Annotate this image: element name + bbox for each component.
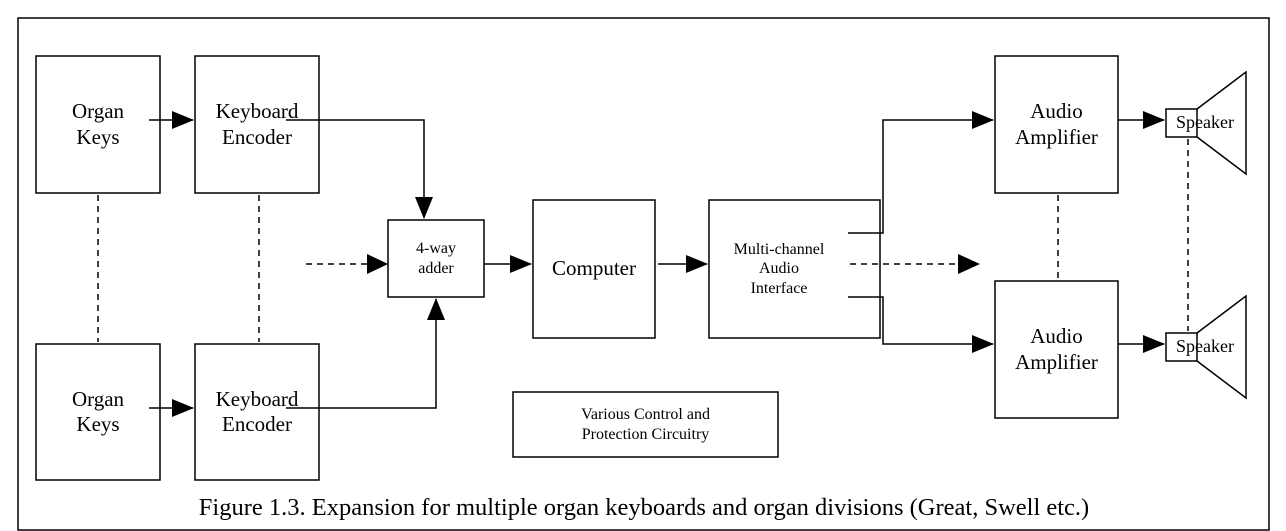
computer-label: Computer bbox=[552, 256, 636, 281]
computer-box bbox=[532, 199, 656, 339]
amplifier-bottom-label: Audio Amplifier bbox=[1015, 324, 1098, 374]
organ-keys-bottom-label: Organ Keys bbox=[71, 386, 125, 436]
figure-border bbox=[17, 17, 1270, 531]
keyboard-encoder-bottom-box bbox=[194, 343, 320, 481]
speaker-bottom-box bbox=[1165, 332, 1198, 362]
dashed-arrow-into-adder-head bbox=[367, 254, 388, 274]
speaker-bottom-label: Speaker bbox=[1176, 336, 1234, 357]
keyboard-encoder-bottom-label: Keyboard Encoder bbox=[215, 386, 299, 436]
control-circuitry-box bbox=[512, 391, 779, 458]
dashed-arrow-out-of-interface-head bbox=[958, 254, 980, 274]
keyboard-encoder-top-label: Keyboard Encoder bbox=[215, 99, 299, 149]
keyboard-encoder-top-box bbox=[194, 55, 320, 194]
amplifier-top-label: Audio Amplifier bbox=[1015, 99, 1098, 149]
arrow-interface-to-amplifier-top bbox=[848, 111, 994, 234]
arrow-encoder-bottom-to-adder bbox=[286, 298, 445, 409]
audio-interface-label: Multi-channel Audio Interface bbox=[733, 241, 825, 297]
adder-box bbox=[387, 219, 485, 298]
control-circuitry-label: Various Control and Protection Circuitry bbox=[581, 406, 710, 443]
figure-caption: Figure 1.3. Expansion for multiple organ… bbox=[198, 494, 1090, 521]
speaker-bottom-cone-icon bbox=[1196, 294, 1247, 400]
amplifier-top-box bbox=[994, 55, 1119, 194]
organ-keys-bottom-box bbox=[35, 343, 161, 481]
arrow-interface-to-amplifier-bottom bbox=[848, 296, 994, 353]
speaker-top-box bbox=[1165, 108, 1198, 138]
speaker-top-label: Speaker bbox=[1176, 112, 1234, 133]
arrow-encoder-top-to-adder bbox=[286, 119, 433, 219]
audio-interface-box bbox=[708, 199, 881, 339]
organ-keys-top-box bbox=[35, 55, 161, 194]
amplifier-bottom-box bbox=[994, 280, 1119, 419]
organ-keys-top-label: Organ Keys bbox=[71, 99, 125, 149]
speaker-top-cone-icon bbox=[1196, 70, 1247, 176]
adder-label: 4-way adder bbox=[416, 240, 456, 277]
